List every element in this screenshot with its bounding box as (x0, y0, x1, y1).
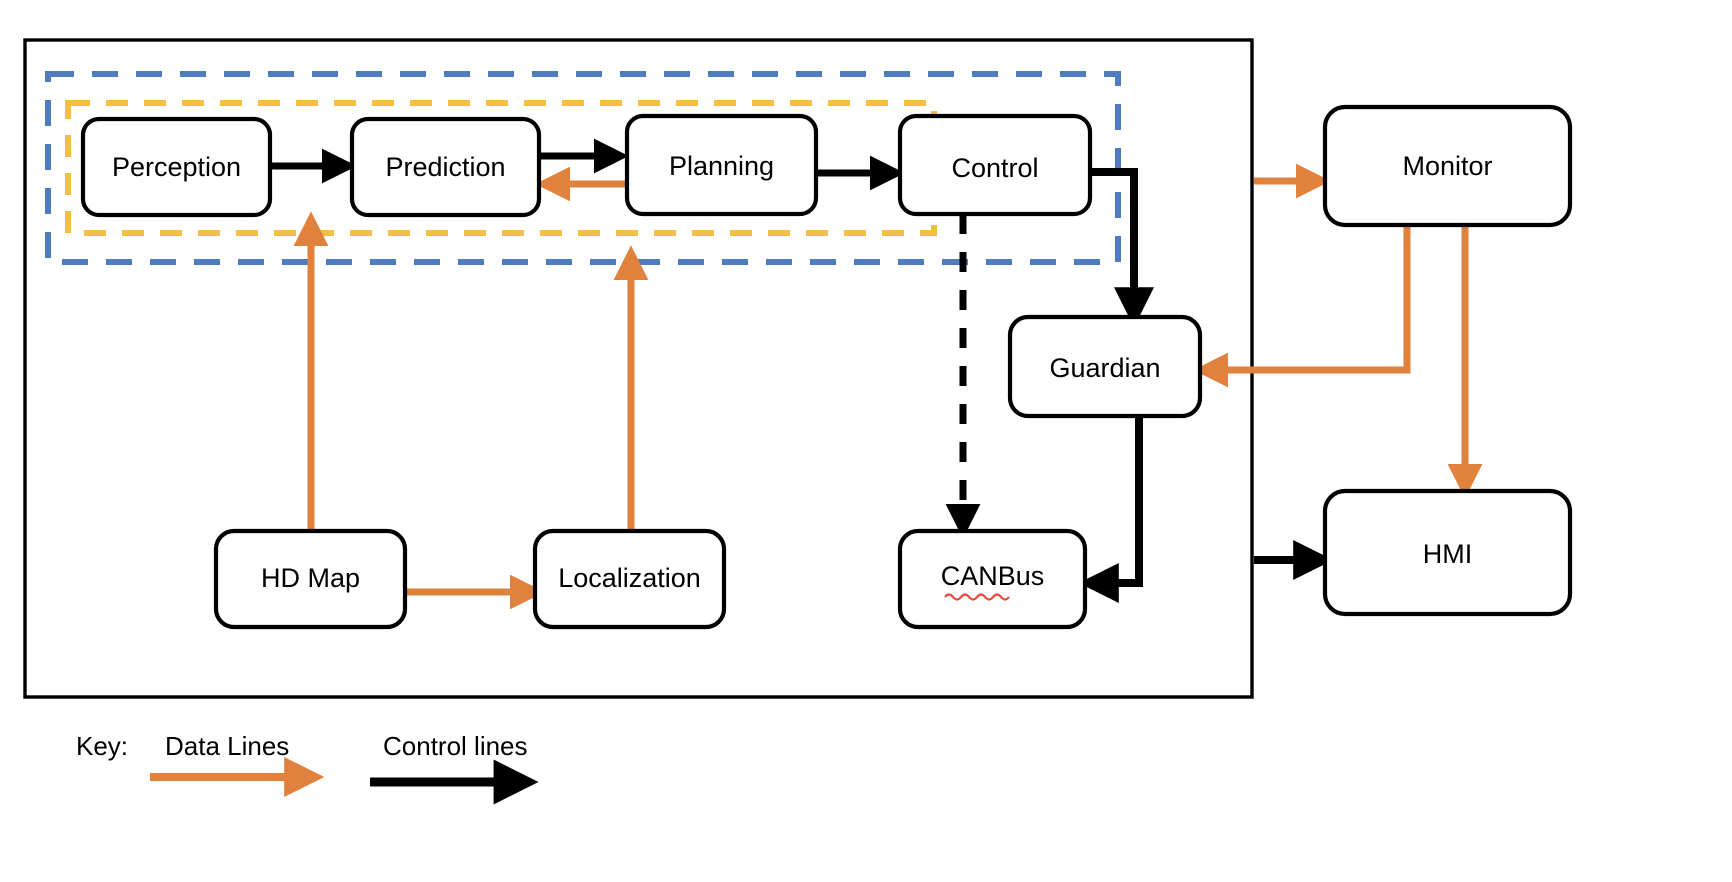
node-prediction-label: Prediction (385, 152, 505, 182)
node-hdmap[interactable]: HD Map (213, 528, 408, 630)
node-localization-label: Localization (558, 563, 701, 593)
key-title: Key: (76, 731, 128, 761)
node-hmi[interactable]: HMI (1322, 488, 1573, 617)
node-guardian-label: Guardian (1049, 353, 1160, 383)
node-planning[interactable]: Planning (624, 113, 819, 217)
spellcheck-underline (944, 593, 1010, 601)
node-perception[interactable]: Perception (80, 116, 273, 218)
node-hdmap-label: HD Map (261, 563, 360, 593)
node-hmi-label: HMI (1423, 539, 1473, 569)
node-guardian[interactable]: Guardian (1007, 314, 1203, 419)
node-canbus[interactable]: CANBus (897, 528, 1088, 630)
node-monitor-label: Monitor (1402, 151, 1492, 181)
node-planning-label: Planning (669, 151, 774, 181)
key-data-lines-label: Data Lines (165, 731, 289, 761)
node-perception-label: Perception (112, 152, 241, 182)
edge-monitor-to-guardian (1193, 225, 1411, 388)
node-monitor[interactable]: Monitor (1322, 104, 1573, 228)
node-prediction[interactable]: Prediction (349, 116, 542, 218)
node-canbus-label: CANBus (941, 561, 1045, 591)
key-control-lines-label: Control lines (383, 731, 528, 761)
edge-control-to-guardian (1090, 168, 1154, 328)
node-localization[interactable]: Localization (532, 528, 727, 630)
node-control[interactable]: Control (897, 113, 1093, 217)
edge-guardian-to-canbus (1078, 416, 1143, 603)
node-control-label: Control (951, 153, 1038, 183)
